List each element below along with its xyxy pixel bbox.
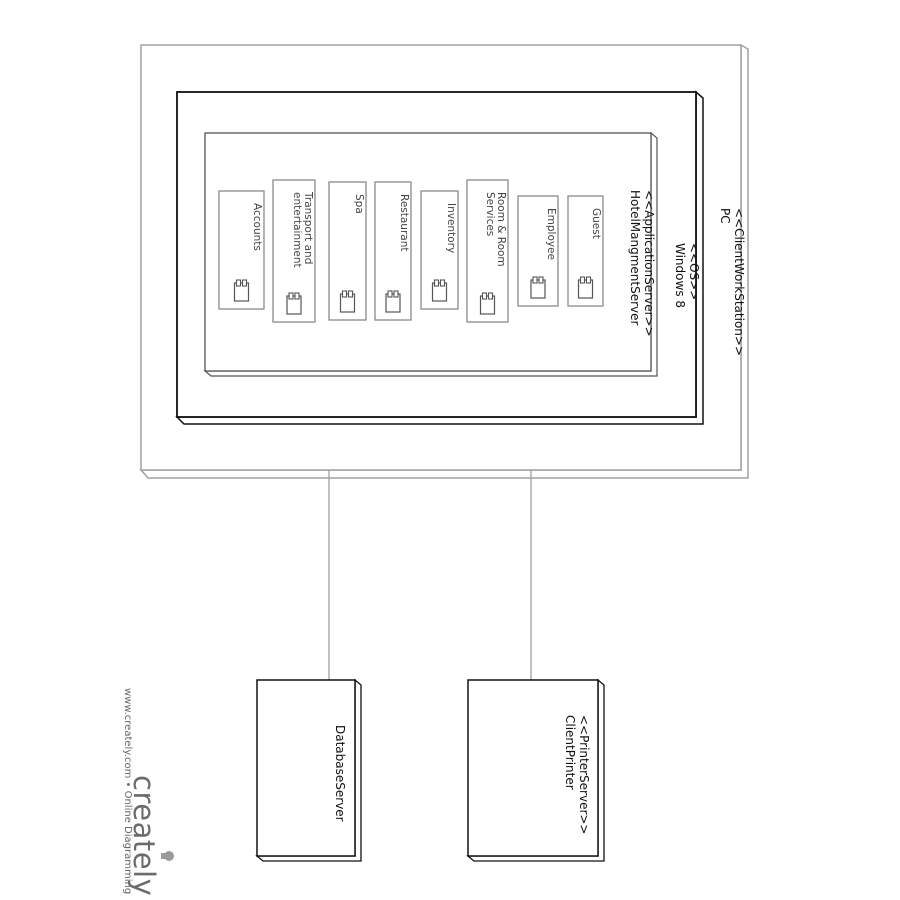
component-restaurant[interactable]: Restaurant bbox=[374, 181, 412, 321]
printer-server-name: ClientPrinter bbox=[563, 715, 577, 790]
component-employee[interactable]: Employee bbox=[517, 195, 559, 307]
component-guest[interactable]: Guest bbox=[567, 195, 604, 307]
component-icon bbox=[577, 276, 594, 299]
application-server-name: HotelMangmentServer bbox=[628, 190, 642, 326]
component-icon bbox=[339, 290, 356, 313]
component-label-room-services: Room & Room bbox=[495, 192, 507, 267]
component-label-restaurant: Restaurant bbox=[398, 194, 410, 251]
node-printer-server[interactable] bbox=[466, 678, 605, 862]
component-spa[interactable]: Spa bbox=[328, 181, 367, 321]
component-label-spa: Spa bbox=[353, 194, 365, 214]
node-database-server[interactable] bbox=[255, 678, 362, 862]
watermark-logo-text: creately bbox=[127, 775, 161, 896]
component-icon bbox=[385, 290, 401, 313]
client-workstation-name: PC bbox=[718, 208, 732, 224]
component-label-employee: Employee bbox=[545, 208, 557, 260]
component-label-inventory: Inventory bbox=[445, 203, 457, 253]
component-label-accounts: Accounts bbox=[251, 203, 263, 251]
application-server-stereotype: <<ApplicationServer>> bbox=[642, 190, 656, 337]
creately-watermark: www.creately.com • Online Diagramming cr… bbox=[122, 688, 174, 896]
os-name: Windows 8 bbox=[673, 243, 687, 308]
client-workstation-stereotype: <<ClientWorkStation>> bbox=[732, 208, 746, 356]
component-label-guest: Guest bbox=[590, 208, 602, 239]
database-server-name: DatabaseServer bbox=[333, 725, 347, 822]
watermark-tagline: www.creately.com • Online Diagramming bbox=[122, 688, 133, 894]
os-stereotype: <<OS>> bbox=[687, 243, 701, 300]
component-icon bbox=[431, 279, 448, 302]
component-icon bbox=[530, 276, 546, 299]
component-label-room-services: Services bbox=[484, 192, 496, 236]
component-label-transport: Transport and bbox=[302, 191, 314, 264]
lightbulb-icon bbox=[161, 851, 174, 861]
printer-server-stereotype: <<PrinterServer>> bbox=[577, 715, 591, 835]
component-label-transport: entertainment bbox=[291, 192, 303, 268]
component-accounts[interactable]: Accounts bbox=[218, 190, 265, 310]
component-icon bbox=[479, 292, 496, 315]
component-inventory[interactable]: Inventory bbox=[420, 190, 459, 310]
component-icon bbox=[286, 292, 302, 315]
component-icon bbox=[233, 279, 250, 302]
